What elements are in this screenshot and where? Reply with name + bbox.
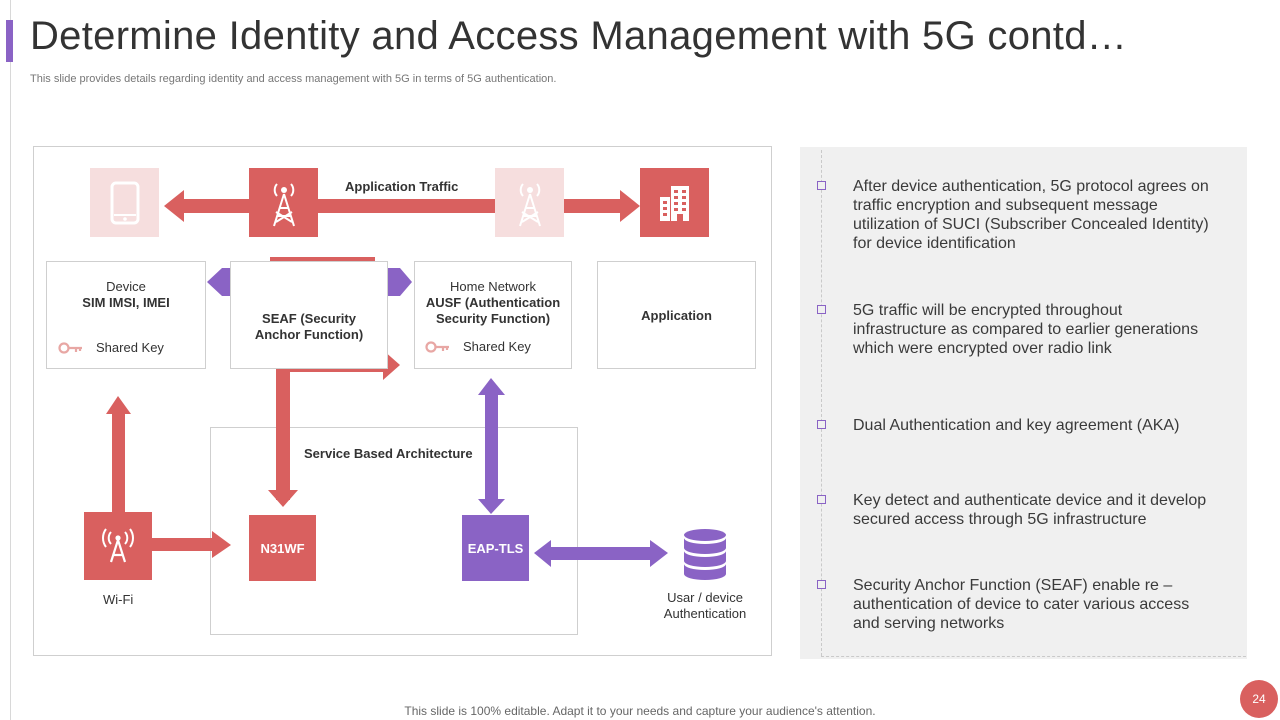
- bullet-text: After device authentication, 5G protocol…: [853, 178, 1209, 252]
- bullet-text: Key detect and authenticate device and i…: [853, 492, 1207, 528]
- ausf-line2: Security Function): [435, 311, 551, 326]
- down-arrow-to-n31wf: [268, 490, 298, 507]
- application-traffic-arrow-right-head: [620, 190, 640, 222]
- seaf-box: SEAF (Security Anchor Function): [230, 261, 388, 369]
- n31wf-label: N31WF: [260, 540, 305, 556]
- service-based-architecture-frame: [210, 427, 578, 635]
- device-shared-key-label: Shared Key: [96, 340, 164, 355]
- eap-to-ausf-arrow-shaft: [485, 393, 498, 501]
- slide-title: Determine Identity and Access Management…: [30, 14, 1128, 58]
- title-accent-bar: [6, 20, 13, 62]
- bullet-square-icon: [817, 495, 826, 504]
- key-icon: [425, 340, 449, 353]
- tower-underline-bar: [270, 257, 375, 263]
- bullet-square-icon: [817, 305, 826, 314]
- building-tile: [640, 168, 709, 237]
- eap-tls-label: EAP-TLS: [467, 540, 524, 556]
- info-panel: [800, 147, 1247, 659]
- wifi-to-n31wf-arrow-head: [212, 531, 231, 558]
- seaf-line2: Anchor Function): [254, 327, 364, 342]
- slide-subtitle: This slide provides details regarding id…: [30, 73, 557, 85]
- service-based-architecture-label: Service Based Architecture: [304, 446, 473, 461]
- eap-tls-node: EAP-TLS: [462, 515, 529, 581]
- user-device-authentication-label: Usar / device Authentication: [650, 590, 760, 622]
- bullet-text: 5G traffic will be encrypted throughout …: [853, 302, 1199, 357]
- building-icon: [659, 185, 689, 221]
- eap-to-ausf-arrow-top-head: [478, 378, 505, 395]
- device-shared-key: Shared Key: [58, 340, 164, 355]
- ausf-line1: AUSF (Authentication: [425, 295, 561, 310]
- device-box: Device SIM IMSI, IMEI: [46, 261, 206, 369]
- home-network-shared-key: Shared Key: [425, 339, 531, 354]
- n31wf-node: N31WF: [249, 515, 316, 581]
- application-traffic-label: Application Traffic: [345, 179, 459, 194]
- panel-dashed-line-bottom: [821, 656, 1246, 657]
- eap-to-ausf-arrow-bottom-head: [478, 499, 505, 514]
- key-icon: [58, 341, 82, 354]
- n31wf-to-ausf-elbow-arrow: [276, 350, 400, 500]
- bullet-square-icon: [817, 181, 826, 190]
- page-number-badge: 24: [1240, 680, 1278, 718]
- bullet-text: Security Anchor Function (SEAF) enable r…: [853, 577, 1190, 632]
- application-traffic-arrow-left-head: [164, 190, 184, 222]
- bullet-square-icon: [817, 420, 826, 429]
- cell-tower-icon: [272, 182, 295, 226]
- application-label: Application: [641, 307, 712, 323]
- wifi-to-n31wf-arrow-shaft: [152, 538, 214, 551]
- eap-to-database-arrow-right-head: [650, 540, 668, 567]
- cell-tower-tile: [249, 168, 318, 237]
- application-box: Application: [597, 261, 756, 369]
- home-network-title: Home Network: [450, 279, 536, 294]
- eap-to-database-arrow-left-head: [534, 540, 551, 567]
- bullet-square-icon: [817, 580, 826, 589]
- device-sim-label: SIM IMSI, IMEI: [82, 295, 170, 310]
- wifi-tile: [84, 512, 152, 580]
- wifi-antenna-icon: [102, 528, 134, 563]
- wifi-up-arrow-shaft: [112, 412, 125, 512]
- mutual-authentication: Mutual Authentication: [207, 267, 412, 297]
- panel-dashed-line: [821, 150, 822, 656]
- database-icon: [684, 529, 726, 580]
- cell-tower-icon: [518, 182, 541, 226]
- home-network-shared-key-label: Shared Key: [463, 339, 531, 354]
- seaf-line1: SEAF (Security: [262, 311, 356, 326]
- cell-tower-pale-tile: [495, 168, 564, 237]
- bullet-text: Dual Authentication and key agreement (A…: [853, 417, 1180, 434]
- left-border-line: [10, 0, 11, 720]
- user-auth-line2: Authentication: [663, 606, 747, 621]
- user-auth-line1: Usar / device: [667, 590, 743, 605]
- wifi-up-arrow-head: [106, 396, 131, 414]
- mobile-device-tile: [90, 168, 159, 237]
- mobile-phone-icon: [110, 181, 139, 224]
- eap-to-database-arrow-shaft: [548, 547, 652, 560]
- mutual-authentication-label: Mutual Authentication: [241, 274, 378, 290]
- slide-footer: This slide is 100% editable. Adapt it to…: [404, 704, 876, 718]
- wifi-label: Wi-Fi: [103, 592, 134, 607]
- home-network-box: Home Network AUSF (Authentication Securi…: [414, 261, 572, 369]
- device-title: Device: [106, 279, 146, 294]
